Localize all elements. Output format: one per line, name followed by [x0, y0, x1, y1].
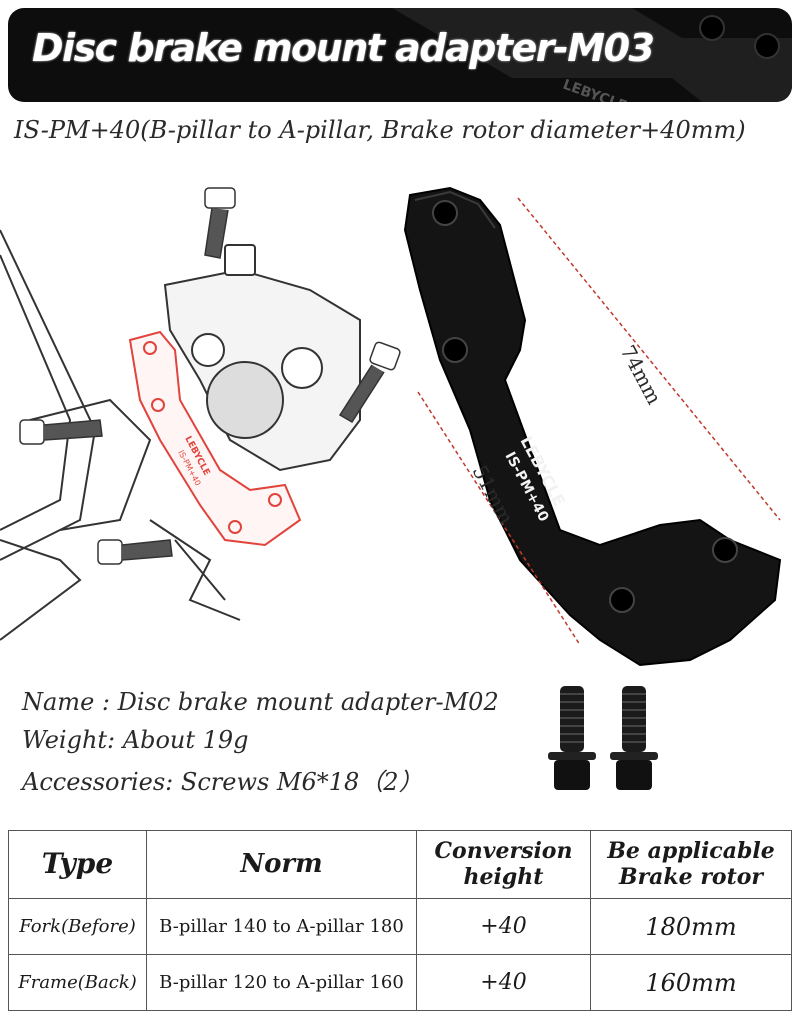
- bolt-icon: [19, 187, 236, 565]
- spec-accessories: Accessories: Screws M6*18（2）: [22, 768, 423, 796]
- banner-brand-text: LEBYCLE: [561, 77, 629, 102]
- screw-icon: [548, 686, 596, 790]
- header-rotor-line2: Brake rotor: [618, 863, 764, 890]
- bolt-icon: [338, 341, 401, 424]
- table-header-row: Type Norm Conversion height Be applicabl…: [8, 830, 792, 899]
- adapter-product-photo: [403, 186, 782, 667]
- header-norm: Norm: [146, 830, 417, 899]
- header-conversion: Conversion height: [416, 830, 591, 899]
- cell-type: Fork(Before): [8, 898, 147, 955]
- frame-line-drawing: [0, 229, 241, 641]
- cell-type: Frame(Back): [8, 954, 147, 1011]
- brake-caliper-drawing: [163, 244, 361, 472]
- adapter-highlight-drawing: [128, 330, 302, 547]
- screws-image: [548, 686, 658, 790]
- product-illustration: LEBYCLE IS-PM+40 LEBYCLE IS-PM+40 74mm 5…: [0, 186, 782, 667]
- cell-norm: B-pillar 120 to A-pillar 160: [146, 954, 417, 1011]
- cell-conversion: +40: [416, 898, 591, 955]
- header-rotor: Be applicable Brake rotor: [590, 830, 792, 899]
- cell-rotor: 180mm: [590, 898, 792, 955]
- header-type: Type: [8, 830, 147, 899]
- conversion-table: Type Norm Conversion height Be applicabl…: [8, 830, 792, 1011]
- banner-adapter-graphic: LEBYCLE: [392, 8, 792, 102]
- page-title: Disc brake mount adapter-M03: [31, 25, 656, 71]
- screw-icon: [610, 686, 658, 790]
- title-banner: LEBYCLE Disc brake mount adapter-M03: [8, 8, 792, 102]
- spec-weight: Weight: About 19g: [22, 726, 249, 754]
- table-row: Fork(Before) B-pillar 140 to A-pillar 18…: [8, 898, 792, 955]
- header-conversion-line1: Conversion: [434, 838, 573, 865]
- spec-name: Name : Disc brake mount adapter-M02: [22, 688, 499, 716]
- header-conversion-line2: height: [463, 863, 544, 890]
- dimension-line-long: [517, 197, 781, 521]
- cell-rotor: 160mm: [590, 954, 792, 1011]
- header-rotor-line1: Be applicable: [607, 838, 775, 865]
- table-row: Frame(Back) B-pillar 120 to A-pillar 160…: [8, 954, 792, 1011]
- cell-norm: B-pillar 140 to A-pillar 180: [146, 898, 417, 955]
- dimension-long-label: 74mm: [616, 341, 667, 408]
- cell-conversion: +40: [416, 954, 591, 1011]
- dimension-line-short: [417, 391, 581, 646]
- subtitle: IS-PM+40(B-pillar to A-pillar, Brake rot…: [14, 116, 746, 144]
